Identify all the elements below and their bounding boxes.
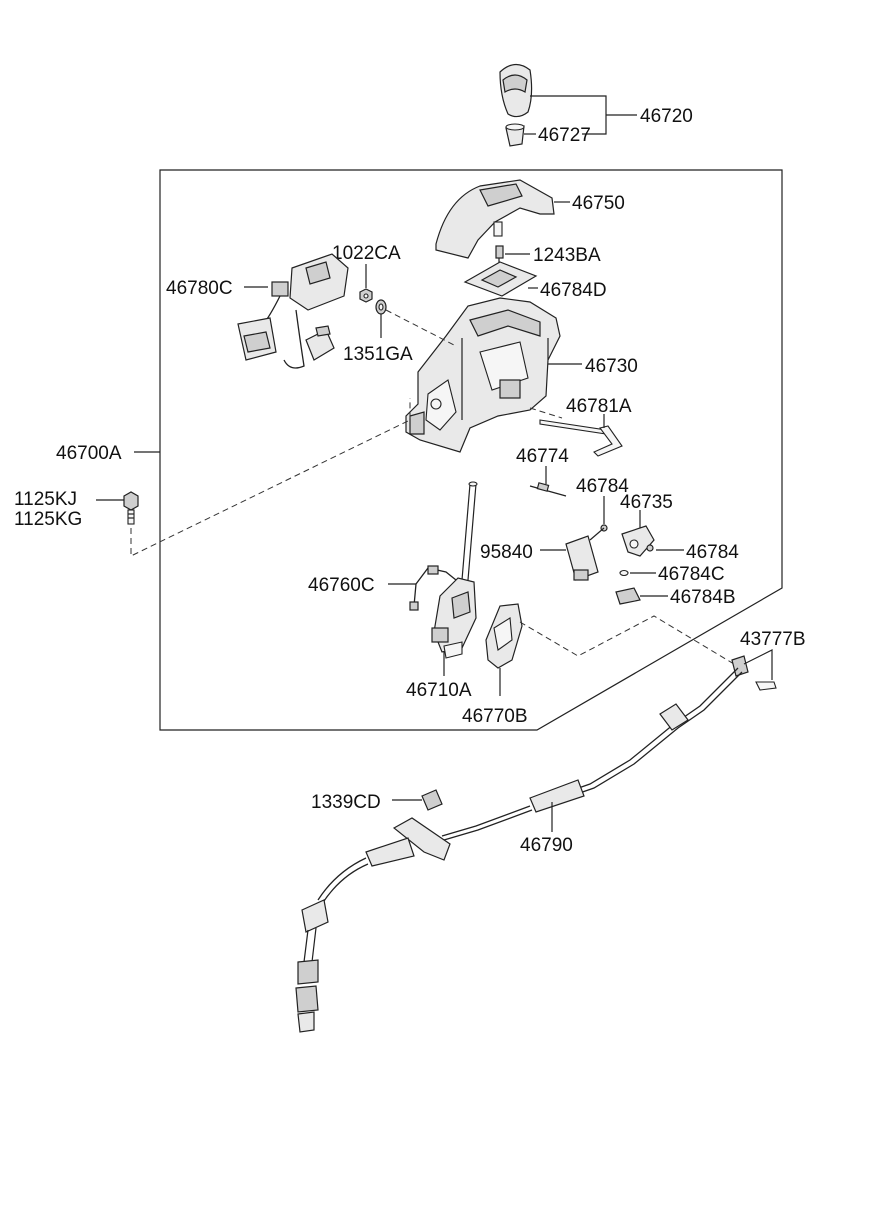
grommet-1339cd bbox=[421, 789, 443, 811]
label-43777B: 43777B bbox=[740, 629, 806, 650]
washer-1351ga bbox=[375, 299, 387, 315]
label-46735: 46735 bbox=[620, 492, 673, 513]
label-46784D: 46784D bbox=[540, 280, 607, 301]
label-46710A: 46710A bbox=[406, 680, 472, 701]
bolt-1125 bbox=[123, 491, 139, 525]
label-46784B: 46784B bbox=[670, 587, 736, 608]
label-1339CD: 1339CD bbox=[311, 792, 381, 813]
label-46781A: 46781A bbox=[566, 396, 632, 417]
label-1351GA: 1351GA bbox=[343, 344, 413, 365]
pin-46774 bbox=[529, 482, 567, 497]
label-46774: 46774 bbox=[516, 446, 569, 467]
switch-module bbox=[237, 253, 349, 369]
label-46727: 46727 bbox=[538, 125, 591, 146]
label-1125KJ: 1125KJ bbox=[14, 489, 77, 510]
shift-cable-46790 bbox=[295, 667, 743, 1033]
nut-1022ca bbox=[359, 288, 373, 303]
label-46784-lower: 46784 bbox=[686, 542, 739, 563]
cable-end-43777b bbox=[731, 655, 777, 691]
shift-lever-46710a bbox=[431, 481, 478, 659]
label-46790: 46790 bbox=[520, 835, 573, 856]
slide-plate bbox=[463, 261, 538, 297]
lever-46735 bbox=[621, 525, 655, 557]
label-95840: 95840 bbox=[480, 542, 533, 563]
label-46784-upper: 46784 bbox=[576, 476, 629, 497]
label-46784C: 46784C bbox=[658, 564, 725, 585]
knob-insert bbox=[505, 123, 525, 147]
label-1243BA: 1243BA bbox=[533, 245, 601, 266]
label-46770B: 46770B bbox=[462, 706, 528, 727]
shift-housing bbox=[405, 297, 561, 453]
clip-46784c bbox=[619, 569, 629, 577]
label-1022CA: 1022CA bbox=[332, 243, 401, 264]
label-46720: 46720 bbox=[640, 106, 693, 127]
solenoid-95840 bbox=[565, 527, 605, 581]
pad-46784b bbox=[615, 587, 641, 605]
indicator-cover bbox=[435, 179, 555, 259]
label-46700A: 46700A bbox=[56, 443, 122, 464]
assembly-outline bbox=[159, 169, 783, 731]
label-1125KG: 1125KG bbox=[14, 509, 82, 530]
label-46780C: 46780C bbox=[166, 278, 233, 299]
rod-46781a bbox=[539, 419, 623, 457]
label-46750: 46750 bbox=[572, 193, 625, 214]
label-46760C: 46760C bbox=[308, 575, 375, 596]
shift-knob bbox=[499, 63, 533, 118]
label-46730: 46730 bbox=[585, 356, 638, 377]
detent-plate-46770b bbox=[485, 603, 523, 669]
